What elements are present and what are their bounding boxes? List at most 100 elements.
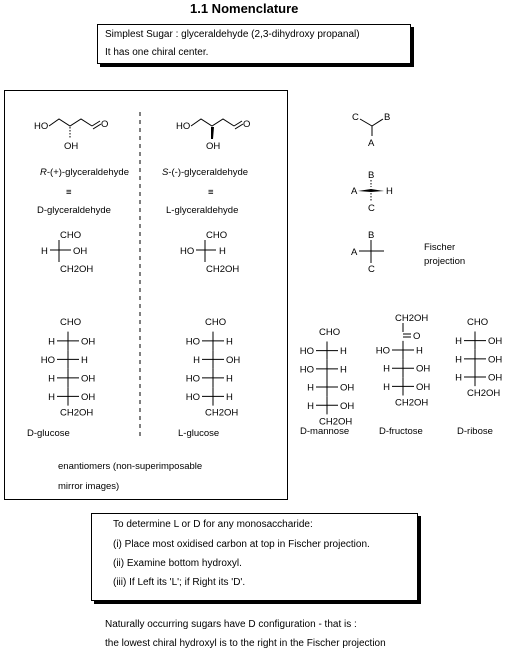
- left-substituent: H: [455, 336, 462, 347]
- b-label: B: [368, 170, 374, 181]
- enantiomers-line-1: enantiomers (non-superimposable: [58, 461, 202, 472]
- left-substituent: H: [48, 373, 55, 384]
- enantiomer-panel: [4, 90, 288, 500]
- d-fructose-name: D-fructose: [379, 426, 423, 437]
- l-glyceraldehyde-fischer: CHO HO H CH2OH: [180, 230, 239, 275]
- d-glucose-name: D-glucose: [27, 428, 70, 439]
- right-substituent: OH: [488, 336, 502, 347]
- right-substituent: H: [226, 392, 233, 403]
- right-substituent: H: [340, 364, 347, 375]
- c-label: C: [352, 112, 359, 123]
- right-substituent: OH: [81, 336, 95, 347]
- left-substituent: HO: [186, 336, 200, 347]
- d-glyceraldehyde-fischer: CHO H OH CH2OH: [41, 230, 93, 275]
- rules-step-2: (ii) Examine bottom hydroxyl.: [113, 558, 242, 569]
- left-substituent: HO: [186, 392, 200, 403]
- b-label: B: [384, 112, 390, 123]
- bottom-group: CH2OH: [205, 408, 238, 419]
- top-group: CH2OH: [395, 313, 428, 324]
- d-mannose-name: D-mannose: [300, 426, 349, 437]
- left-substituent: H: [307, 401, 314, 412]
- top-group: CHO: [60, 317, 81, 328]
- right-substituent: OH: [416, 364, 430, 375]
- bottom-group: CH2OH: [395, 398, 428, 409]
- ketone-oxygen: O: [413, 331, 420, 342]
- oh-label: OH: [206, 141, 220, 152]
- page-title: 1.1 Nomenclature: [190, 1, 299, 16]
- left-substituent: H: [455, 354, 462, 365]
- left-substituent: HO: [376, 346, 390, 357]
- right-substituent: OH: [226, 355, 240, 366]
- right-substituent: OH: [416, 382, 430, 393]
- l-glyceraldehyde-name: L-glyceraldehyde: [166, 205, 238, 216]
- left-substituent: H: [307, 383, 314, 394]
- right-group: OH: [73, 246, 87, 257]
- left-substituent: H: [383, 382, 390, 393]
- s-glyceraldehyde-skeletal: HO O OH: [176, 118, 250, 152]
- a-label: A: [368, 138, 375, 149]
- wedge-dash-structure: B A H C: [351, 170, 393, 214]
- l-glucose-name: L-glucose: [178, 428, 219, 439]
- fischer-cross-structure: B A C: [351, 230, 384, 275]
- c-label: C: [368, 264, 375, 275]
- top-group: CHO: [206, 230, 227, 241]
- right-substituent: OH: [340, 401, 354, 412]
- right-substituent: H: [340, 346, 347, 357]
- b-label: B: [368, 230, 374, 241]
- rules-step-3: (iii) If Left its 'L'; if Right its 'D'.: [113, 577, 246, 588]
- d-ribose-name: D-ribose: [457, 426, 493, 437]
- intro-box: [97, 24, 411, 64]
- intro-line-2: It has one chiral center.: [105, 47, 209, 58]
- tetrahedral-3d-structure: C B A: [352, 112, 390, 149]
- bottom-group: CH2OH: [60, 408, 93, 419]
- o-label: O: [243, 119, 250, 130]
- right-substituent: OH: [488, 373, 502, 384]
- oh-label: OH: [64, 141, 78, 152]
- right-group: H: [219, 246, 226, 257]
- c-label: C: [368, 203, 375, 214]
- left-group: HO: [180, 246, 194, 257]
- left-group: H: [41, 246, 48, 257]
- bottom-group: CH2OH: [60, 264, 93, 275]
- right-substituent: OH: [81, 392, 95, 403]
- bottom-group: CH2OH: [467, 388, 500, 399]
- s-glyceraldehyde-name: S-(-)-glyceraldehyde: [162, 167, 248, 178]
- left-substituent: H: [383, 364, 390, 375]
- equiv-symbol: ≡: [66, 187, 72, 198]
- a-label: A: [351, 247, 358, 258]
- ho-label: HO: [34, 121, 48, 132]
- equiv-symbol: ≡: [208, 187, 214, 198]
- top-group: CHO: [60, 230, 81, 241]
- right-substituent: OH: [81, 373, 95, 384]
- ho-label: HO: [176, 121, 190, 132]
- left-substituent: H: [455, 373, 462, 384]
- left-substituent: HO: [300, 364, 314, 375]
- h-label: H: [386, 186, 393, 197]
- rules-step-1: (i) Place most oxidised carbon at top in…: [113, 539, 370, 550]
- left-substituent: H: [48, 392, 55, 403]
- right-substituent: H: [81, 355, 88, 366]
- left-substituent: H: [48, 336, 55, 347]
- rules-heading: To determine L or D for any monosacchari…: [113, 519, 313, 530]
- left-substituent: H: [193, 355, 200, 366]
- a-label: A: [351, 186, 358, 197]
- intro-line-1: Simplest Sugar : glyceraldehyde (2,3-dih…: [105, 29, 360, 40]
- bottom-group: CH2OH: [206, 264, 239, 275]
- r-glyceraldehyde-skeletal: HO O OH: [34, 118, 108, 152]
- conclusion-line-2: the lowest chiral hydroxyl is to the rig…: [105, 638, 386, 649]
- enantiomers-line-2: mirror images): [58, 481, 119, 492]
- right-substituent: H: [226, 373, 233, 384]
- right-substituent: OH: [488, 354, 502, 365]
- rules-box: [91, 513, 418, 601]
- top-group: CHO: [205, 317, 226, 328]
- left-substituent: HO: [41, 355, 55, 366]
- left-substituent: HO: [186, 373, 200, 384]
- right-substituent: H: [416, 346, 423, 357]
- bottom-group: CH2OH: [319, 416, 352, 427]
- right-substituent: OH: [340, 383, 354, 394]
- projection-label: projection: [424, 256, 465, 267]
